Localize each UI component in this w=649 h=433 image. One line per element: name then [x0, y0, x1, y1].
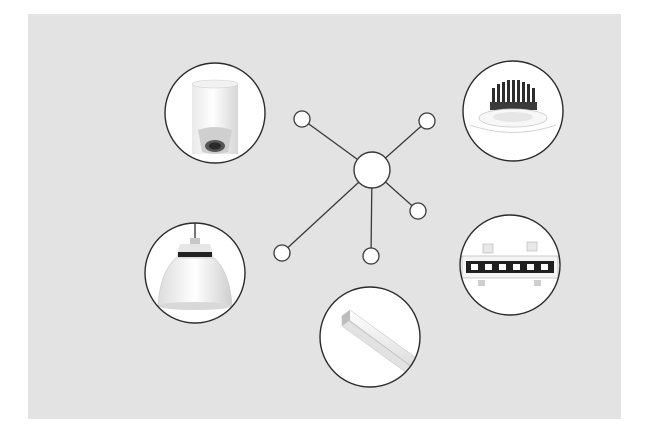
- connector-lines: [282, 119, 427, 256]
- endpoint-node-right: [410, 203, 426, 219]
- endpoint-node-bottom: [363, 248, 379, 264]
- surface-mounted-cylinder-downlight: [165, 63, 265, 163]
- endpoint-node-bottom-left: [274, 245, 290, 261]
- multi-head-linear-spot: [460, 215, 560, 315]
- cylinder-downlight-icon: [192, 80, 238, 154]
- endpoint-node-top-right: [419, 113, 435, 129]
- pendant-high-bay-light: [145, 220, 245, 323]
- recessed-downlight-with-heatsink: [463, 61, 563, 161]
- linear-profile-light: [320, 287, 430, 387]
- hub-node-icon: [354, 152, 390, 188]
- endpoint-node-top-left: [294, 111, 310, 127]
